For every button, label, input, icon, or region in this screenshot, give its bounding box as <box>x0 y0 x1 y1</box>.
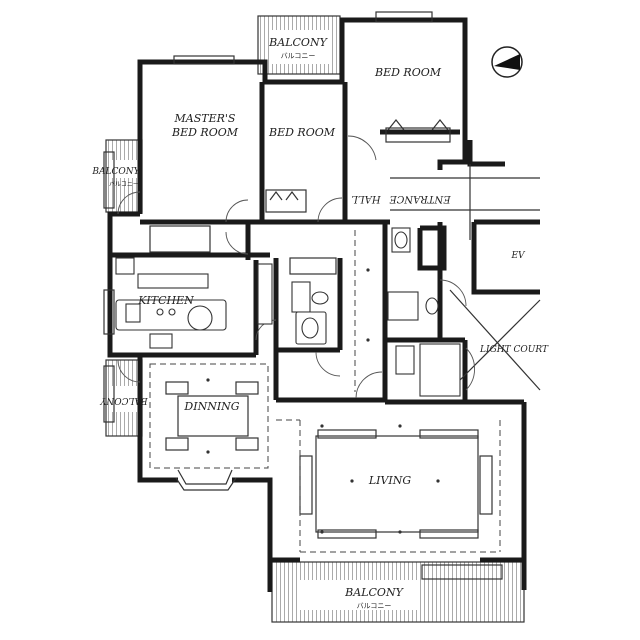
ceiling-lights <box>206 268 440 534</box>
north-arrow-icon <box>491 46 523 78</box>
balcony-bottom-sublabel: バルコニー <box>357 602 392 610</box>
masters-bedroom-label-2: BED ROOM <box>171 126 239 139</box>
dinning-label: DINNING <box>183 400 239 413</box>
balcony-top-sublabel: バルコニー <box>281 52 316 60</box>
bedroom-right-label: BED ROOM <box>374 66 442 79</box>
balcony-lower-left-label: BALCONY <box>99 395 148 405</box>
balcony-top-label: BALCONY <box>268 36 328 49</box>
dining-table <box>165 381 259 451</box>
living-furniture <box>299 429 493 539</box>
kitchen-fixtures <box>115 257 273 349</box>
ev-label: EV <box>510 251 526 261</box>
bath-fixtures <box>291 227 461 397</box>
balcony-bottom-label: BALCONY <box>344 586 404 599</box>
hall-label: HALL <box>351 193 382 204</box>
balcony-left-label: BALCONY <box>91 167 140 177</box>
kitchen-label: KITCHEN <box>137 294 194 307</box>
balcony-left-sublabel: バルコニー <box>109 181 139 188</box>
exterior-walls <box>107 17 527 592</box>
masters-bedroom-label-1: MASTER'S <box>174 112 236 125</box>
light-court-label: LIGHT COURT <box>479 345 549 355</box>
living-label: LIVING <box>368 474 412 487</box>
doors <box>117 135 475 399</box>
entrance-label: ENTRANCE <box>389 193 452 204</box>
bedroom-mid-label: BED ROOM <box>268 126 336 139</box>
